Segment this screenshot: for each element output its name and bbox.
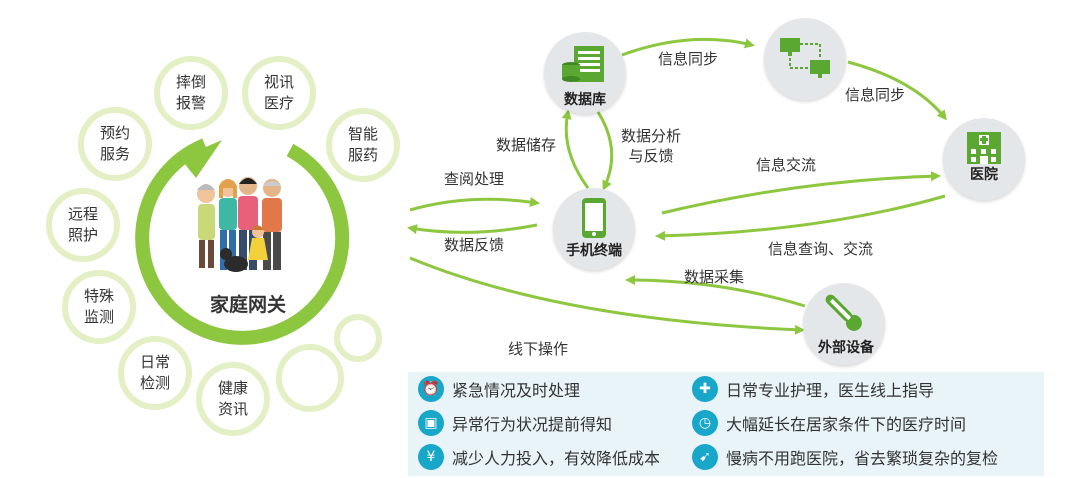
- benefit-item: ✚ 日常专业护理，医生线上指导: [692, 374, 934, 404]
- care-icon: ✚: [692, 376, 718, 402]
- edge-sync2: [847, 60, 947, 121]
- thermometer-icon: [825, 294, 862, 331]
- hub-ring: [135, 138, 350, 345]
- hospital-node: [943, 118, 1025, 200]
- edge-exchange: [661, 171, 941, 215]
- server-icon: [562, 46, 604, 82]
- service-special-monitoring: 特殊监测: [62, 270, 136, 344]
- edge-feedback: [407, 223, 538, 235]
- device-label: 外部设备: [818, 340, 874, 356]
- phone-node: [553, 188, 635, 270]
- service-video-medical: 视讯医疗: [242, 56, 316, 130]
- edge-label-query: 查阅处理: [444, 170, 505, 188]
- clock-icon: ◷: [692, 410, 718, 436]
- service-appointment: 预约服务: [78, 107, 152, 181]
- edge-label-collect: 数据采集: [684, 268, 745, 286]
- service-smart-medication: 智能服药: [326, 108, 400, 182]
- phone-icon: [582, 198, 606, 238]
- service-fall-alarm: 摔倒报警: [154, 56, 228, 130]
- network-icon: [780, 38, 830, 78]
- benefit-item: ➹ 慢病不用跑医院，省去繁琐复杂的复检: [692, 442, 998, 472]
- edge-label-sync2: 信息同步: [845, 86, 906, 104]
- benefits-panel: ⏰ 紧急情况及时处理 ✚ 日常专业护理，医生线上指导 ▣ 异常行为状况提前得知 …: [408, 372, 1044, 476]
- service-health-info: 健康资讯: [196, 362, 270, 436]
- edge-label-offline: 线下操作: [508, 340, 569, 358]
- edge-label-sync1: 信息同步: [658, 50, 719, 68]
- benefit-item: ◷ 大幅延长在居家条件下的医疗时间: [692, 408, 966, 438]
- edge-storage: [561, 109, 590, 189]
- yuan-icon: ¥: [418, 444, 444, 470]
- edge-analysis: [596, 111, 614, 191]
- edge-label-storage: 数据储存: [496, 136, 557, 154]
- edge-label-exchange: 信息交流: [756, 156, 817, 174]
- database-node: [544, 32, 626, 114]
- service-daily-check: 日常检测: [118, 336, 192, 410]
- running-icon: ➹: [692, 444, 718, 470]
- edge-sync1: [621, 37, 755, 57]
- empty-bubble-small: [334, 314, 382, 362]
- hospital-icon: [967, 132, 1001, 164]
- benefit-item: ¥ 减少人力投入，有效降低成本: [418, 442, 660, 472]
- network-node: [764, 18, 846, 100]
- edge-label-analysis: 数据分析与反馈: [620, 127, 681, 165]
- edge-query-exchange: [655, 194, 946, 241]
- edge-query: [409, 197, 540, 212]
- monitor-icon: ▣: [418, 410, 444, 436]
- hub-ring-arrowhead: [180, 140, 222, 178]
- hospital-label: 医院: [970, 167, 998, 183]
- database-label: 数据库: [564, 92, 606, 108]
- benefit-item: ⏰ 紧急情况及时处理: [418, 374, 580, 404]
- edge-offline: [409, 256, 805, 335]
- service-remote-care: 远程照护: [46, 188, 120, 262]
- edge-collect: [625, 275, 806, 308]
- hub-label: 家庭网关: [209, 294, 286, 316]
- benefit-item: ▣ 异常行为状况提前得知: [418, 408, 612, 438]
- family-illustration: [197, 177, 282, 272]
- empty-bubble-large: [276, 344, 344, 412]
- edge-label-feedback: 数据反馈: [444, 236, 505, 254]
- edge-label-query-exchange: 信息查询、交流: [768, 240, 874, 258]
- alarm-icon: ⏰: [418, 376, 444, 402]
- device-node: [803, 283, 885, 365]
- phone-label: 手机终端: [566, 243, 622, 259]
